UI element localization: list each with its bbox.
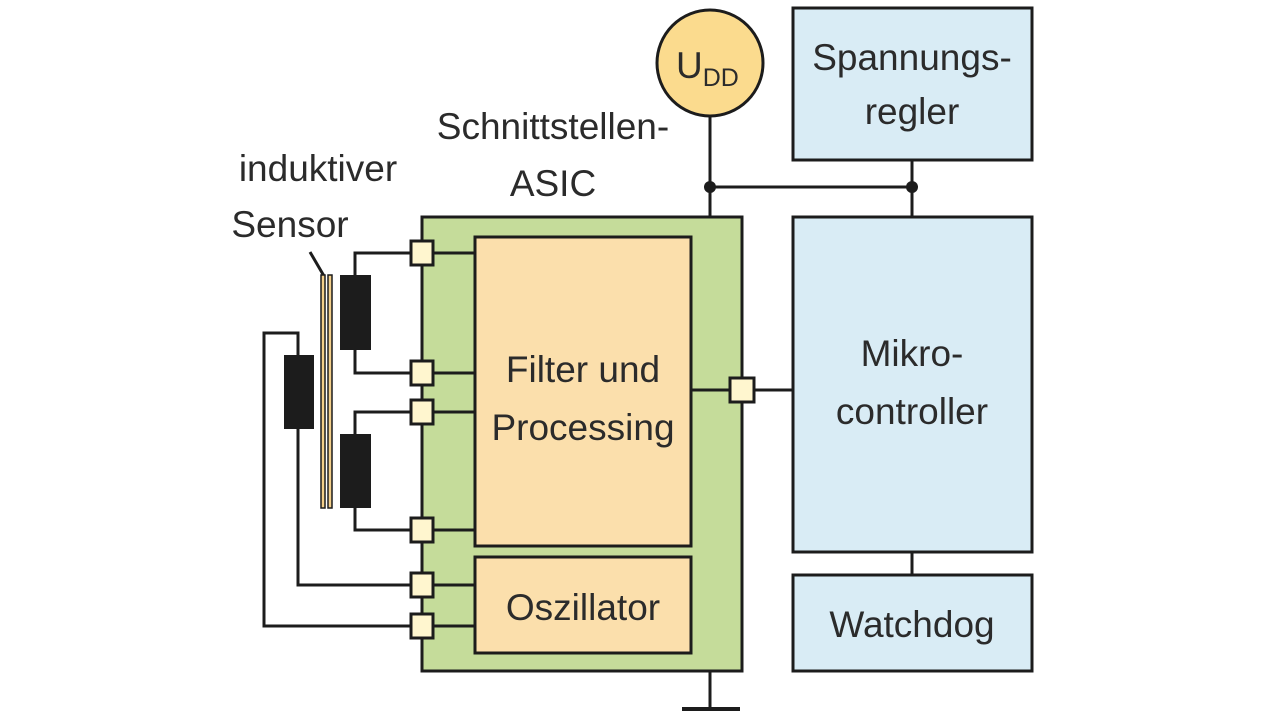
watchdog-block bbox=[791, 573, 1034, 673]
oscillator-block bbox=[473, 555, 693, 655]
asic-pad bbox=[409, 239, 435, 267]
excitation-coil bbox=[284, 355, 314, 429]
asic-pad bbox=[409, 516, 435, 544]
regulator-label-line2: regler bbox=[865, 91, 960, 132]
voltage-regulator-block bbox=[791, 6, 1034, 162]
microcontroller-block bbox=[791, 215, 1034, 554]
filter-processing-block bbox=[473, 235, 693, 548]
sensor-label-line2: Sensor bbox=[231, 204, 348, 245]
filter-label-line2: Processing bbox=[491, 407, 674, 448]
junction-dot bbox=[906, 181, 918, 193]
filter-label-line1: Filter und bbox=[506, 349, 660, 390]
asic-pad bbox=[409, 359, 435, 387]
receiver-coil-2 bbox=[340, 434, 371, 508]
junction-dot bbox=[704, 181, 716, 193]
asic-output-pad bbox=[728, 376, 756, 404]
asic-label-line1: Schnittstellen- bbox=[437, 106, 669, 147]
mcu-label-line2: controller bbox=[836, 391, 988, 432]
asic-pad bbox=[409, 571, 435, 599]
oscillator-label: Oszillator bbox=[506, 587, 660, 628]
sensor-label-line1: induktiver bbox=[239, 148, 397, 189]
asic-pad bbox=[409, 398, 435, 426]
supply-voltage-node bbox=[655, 8, 765, 118]
mcu-label-line1: Mikro- bbox=[861, 333, 964, 374]
watchdog-label: Watchdog bbox=[829, 604, 994, 645]
sensor-plate bbox=[327, 274, 333, 509]
receiver-coil-1 bbox=[340, 275, 371, 350]
udd-label: UDD bbox=[676, 45, 739, 92]
regulator-label-line1: Spannungs- bbox=[812, 37, 1012, 78]
asic-label-line2: ASIC bbox=[510, 163, 596, 204]
asic-pad bbox=[409, 612, 435, 640]
sensor-plate bbox=[320, 274, 326, 509]
